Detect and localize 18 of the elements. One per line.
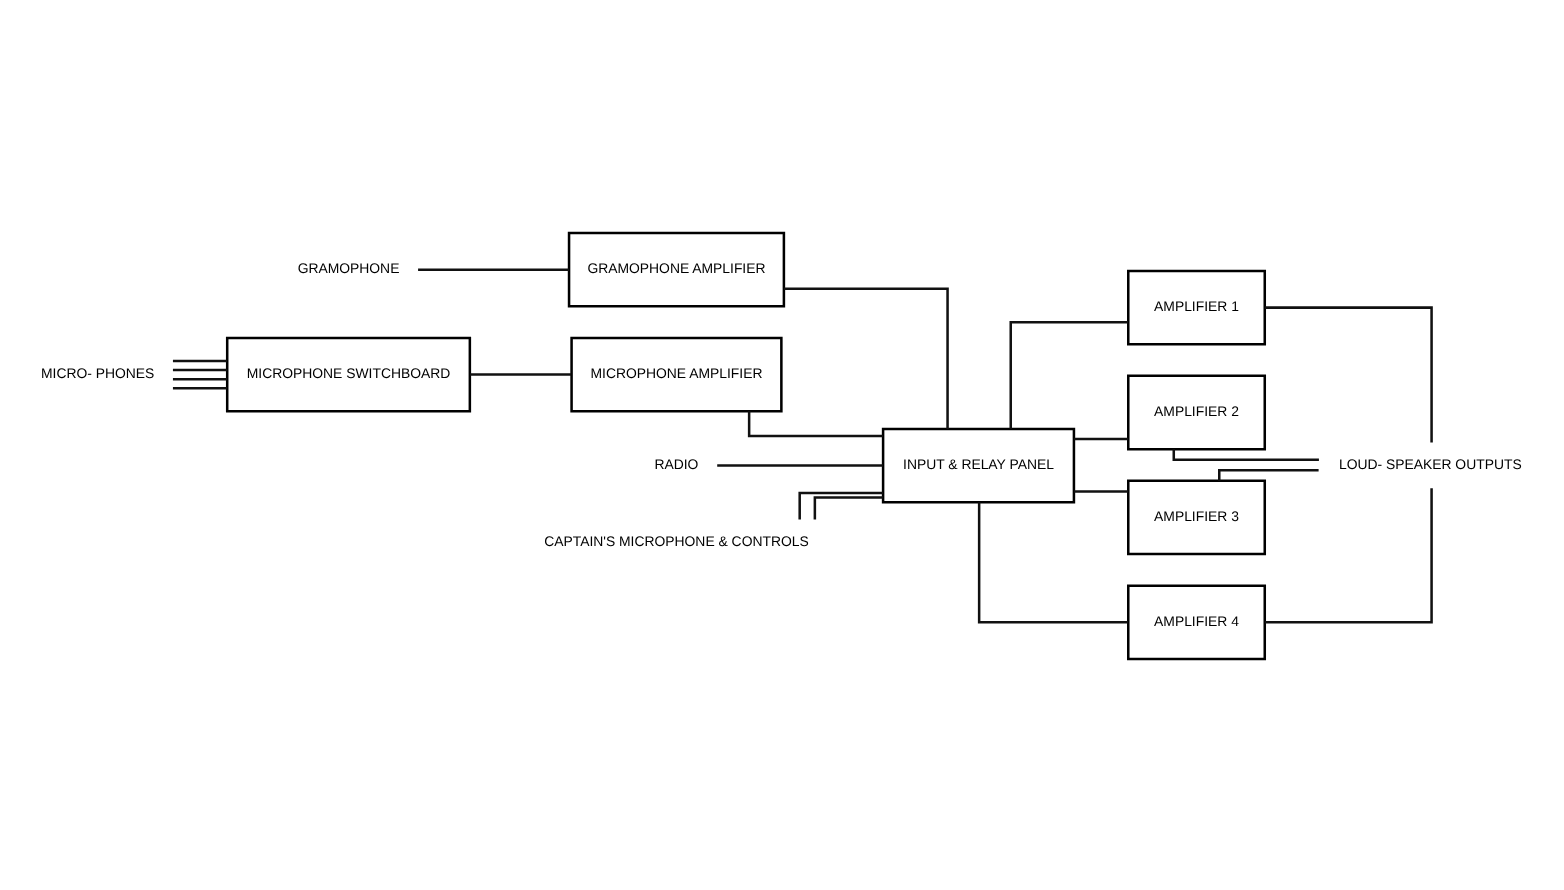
connector [1264,305,1433,442]
connector [172,367,227,371]
connector [1172,448,1319,460]
connector [717,463,883,466]
connector [813,495,883,519]
connector [977,501,1128,623]
connector [784,286,949,428]
connector [798,490,883,519]
connector [1074,436,1129,440]
connector [418,267,569,270]
connector [1009,319,1128,428]
connector [172,376,227,380]
connector [172,358,227,362]
connector [1074,489,1129,492]
connector [1218,467,1319,480]
connector [1264,487,1433,623]
connector [172,386,227,389]
connector [470,372,572,375]
